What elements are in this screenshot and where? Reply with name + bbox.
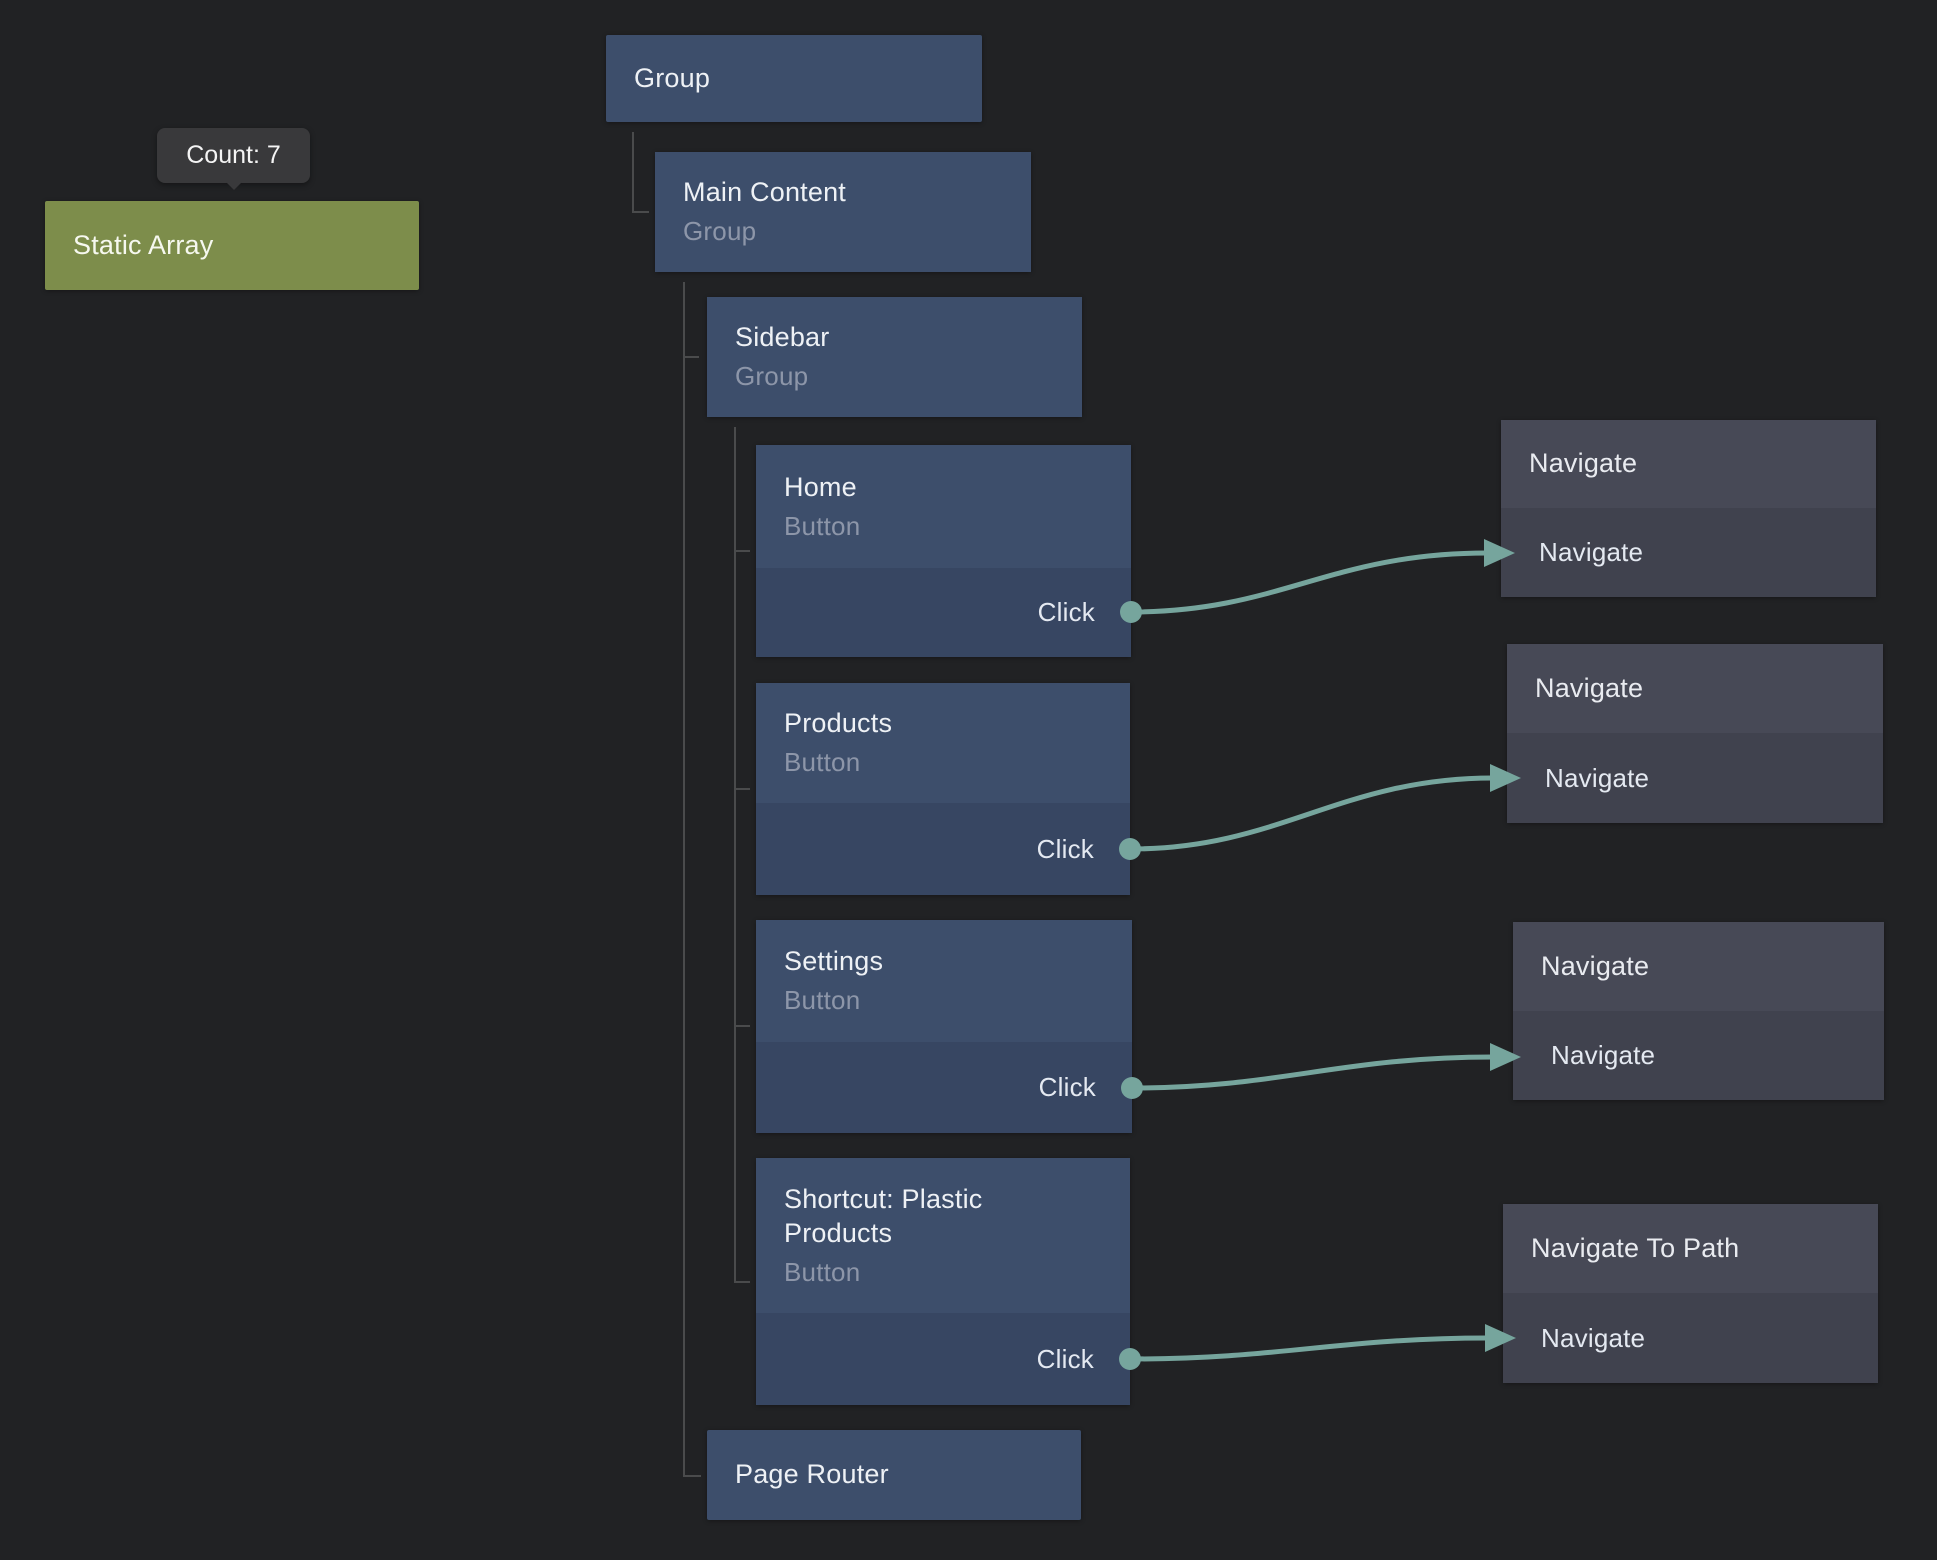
node-home-type: Button: [784, 510, 861, 541]
node-navigate-2[interactable]: Navigate Navigate: [1507, 644, 1883, 823]
node-shortcut-output-label: Click: [1036, 1343, 1094, 1374]
node-page-router-title: Page Router: [735, 1459, 889, 1490]
node-settings-type: Button: [784, 985, 861, 1016]
node-navigate-to-path[interactable]: Navigate To Path Navigate: [1503, 1204, 1878, 1383]
node-shortcut-output-row: Click: [756, 1313, 1130, 1405]
node-home-output-row: Click: [756, 568, 1131, 657]
node-navigate-3-title: Navigate: [1541, 950, 1650, 981]
node-navigate-to-path-input-label: Navigate: [1541, 1322, 1646, 1353]
node-settings-output-row: Click: [756, 1042, 1132, 1133]
node-static-array[interactable]: Static Array: [45, 201, 419, 290]
node-home-title: Home: [784, 471, 857, 502]
node-products[interactable]: Products Button Click: [756, 683, 1130, 895]
node-shortcut-plastic-products[interactable]: Shortcut: Plastic Products Button Click: [756, 1158, 1130, 1405]
tooltip-count-text: Count: 7: [186, 141, 281, 169]
node-settings-title: Settings: [784, 946, 884, 977]
node-group[interactable]: Group: [606, 35, 982, 122]
node-home-output-label: Click: [1037, 597, 1095, 627]
node-navigate-to-path-input-row: Navigate: [1503, 1293, 1878, 1383]
node-sidebar-type: Group: [735, 361, 809, 392]
node-products-output-row: Click: [756, 803, 1130, 895]
node-shortcut-title: Shortcut: Plastic Products: [784, 1184, 983, 1248]
node-settings-output-label: Click: [1038, 1072, 1096, 1102]
node-products-output-label: Click: [1036, 833, 1094, 864]
node-navigate-3-input-row: Navigate: [1513, 1011, 1884, 1100]
node-navigate-2-title: Navigate: [1535, 672, 1644, 703]
node-navigate-2-input-label: Navigate: [1545, 762, 1650, 793]
node-navigate-1-title: Navigate: [1529, 448, 1638, 479]
node-shortcut-type: Button: [784, 1256, 861, 1287]
tree-line-group-to-main-content: [632, 132, 649, 213]
node-sidebar[interactable]: Sidebar Group: [707, 297, 1082, 417]
tooltip-count: Count: 7: [157, 128, 310, 183]
node-navigate-1[interactable]: Navigate Navigate: [1501, 420, 1876, 597]
tree-line-main-content-children: [683, 282, 701, 1477]
node-home[interactable]: Home Button Click: [756, 445, 1131, 657]
node-main-content-title: Main Content: [683, 177, 846, 208]
node-navigate-1-input-label: Navigate: [1539, 537, 1644, 567]
node-static-array-title: Static Array: [73, 229, 214, 260]
edge-home-click-to-navigate[interactable]: [1128, 550, 1490, 615]
edge-settings-click-to-navigate[interactable]: [1129, 1054, 1496, 1091]
node-navigate-3[interactable]: Navigate Navigate: [1513, 922, 1884, 1100]
node-navigate-2-input-row: Navigate: [1507, 733, 1883, 823]
node-navigate-to-path-title: Navigate To Path: [1531, 1232, 1740, 1263]
node-products-title: Products: [784, 708, 893, 739]
node-products-type: Button: [784, 747, 861, 778]
node-sidebar-title: Sidebar: [735, 322, 830, 353]
node-navigate-3-input-label: Navigate: [1551, 1040, 1656, 1070]
tree-line-sidebar-children: [734, 427, 750, 1283]
node-group-title: Group: [634, 62, 711, 93]
node-page-router[interactable]: Page Router: [707, 1430, 1081, 1520]
node-main-content-type: Group: [683, 216, 757, 247]
edge-products-click-to-navigate[interactable]: [1127, 775, 1496, 852]
node-navigate-1-input-row: Navigate: [1501, 508, 1876, 597]
node-settings[interactable]: Settings Button Click: [756, 920, 1132, 1133]
node-main-content[interactable]: Main Content Group: [655, 152, 1031, 272]
edge-shortcut-click-to-navigate-to-path[interactable]: [1127, 1335, 1491, 1362]
